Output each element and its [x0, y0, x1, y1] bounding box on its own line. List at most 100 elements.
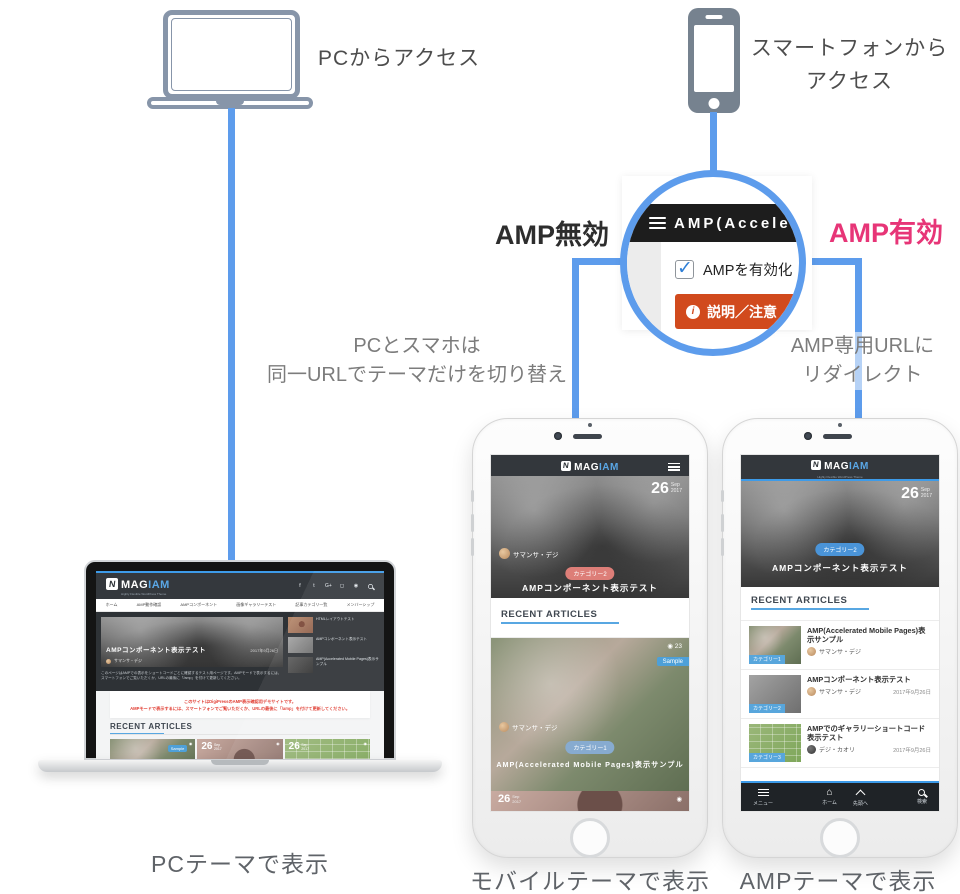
side-post-row[interactable]: AMPコンポーネント表示テスト	[288, 637, 379, 653]
pc-nav-membership[interactable]: メンバーシップ	[346, 602, 375, 607]
list-title[interactable]: AMPでのギャラリーショートコード表示テスト	[807, 724, 926, 742]
mute-switch	[721, 490, 724, 502]
category-tag: カテゴリー3	[749, 753, 785, 762]
list-thumb: カテゴリー2	[749, 675, 801, 713]
list-author: サマンサ・デジ	[819, 690, 862, 696]
list-thumb: カテゴリー1	[749, 626, 801, 664]
views-icon	[676, 795, 682, 803]
hero-title[interactable]: AMPコンポーネント表示テスト	[772, 563, 908, 573]
amp-list-row[interactable]: カテゴリー2 AMPコンポーネント表示テスト サマンサ・デジ 2017年9月26日	[741, 670, 939, 719]
date-day: 26	[901, 485, 919, 502]
same-url-line2: 同一URLでテーマだけを切り替え	[266, 364, 567, 386]
list-date: 2017年9月26日	[893, 689, 931, 696]
redirect-description: AMP専用URLに リダイレクト	[775, 332, 950, 390]
side-post-title: HTMLレイアウトテスト	[316, 617, 355, 621]
googleplus-icon[interactable]: G+	[325, 583, 332, 589]
amp-nav-top[interactable]: 先頭へ	[853, 788, 868, 807]
notice-button[interactable]: 説明／注意	[675, 294, 799, 329]
nav-label: 検索	[916, 799, 927, 805]
sample-tag: Sample	[656, 657, 689, 666]
post-category-badge[interactable]: カテゴリー1	[565, 741, 615, 754]
instagram-icon[interactable]: ◻	[339, 583, 345, 589]
smartphone-icon	[688, 8, 740, 113]
speaker-slot	[573, 434, 602, 439]
home-icon	[826, 788, 832, 797]
side-post-title: AMPコンポーネント表示テスト	[316, 637, 367, 641]
logo-text-iam: IAM	[148, 579, 170, 591]
twitter-icon[interactable]: t	[313, 583, 315, 589]
pc-access-label: PCからアクセス	[318, 47, 481, 70]
logo-tagline: Highly Flexible WordPress Theme	[121, 592, 167, 596]
pc-recent-heading: RECENT ARTICLES	[110, 722, 193, 731]
pc-nav-amp-components[interactable]: AMPコンポーネント	[180, 602, 218, 607]
date-year: 2017	[301, 747, 310, 751]
pc-recent-heading-block: RECENT ARTICLES	[110, 722, 370, 735]
macbook-base	[38, 760, 442, 772]
mobile-article-card[interactable]: 23 Sample サマンサ・デジ カテゴリー1 AMP(Accelerated…	[491, 638, 689, 791]
hero-category-badge[interactable]: カテゴリー2	[565, 567, 615, 580]
category-tag: カテゴリー1	[749, 655, 785, 664]
pc-nav-home[interactable]: ホーム	[105, 602, 118, 607]
menu-icon[interactable]	[649, 214, 666, 232]
amp-theme-caption: AMPテーマで表示	[739, 868, 937, 894]
pc-site-nav: ホーム AMP動作確認 AMPコンポーネント 画像ギャラリーテスト 記事カテゴリ…	[96, 599, 384, 612]
logo-text-iam: IAM	[849, 460, 869, 472]
smartphone-screen	[694, 25, 734, 92]
pc-site-accent-bar	[96, 571, 384, 573]
amp-site-screen: MAGIAM Highly Flexible WordPress Theme 2…	[740, 454, 940, 812]
amp-list-row[interactable]: カテゴリー1 AMP(Accelerated Mobile Pages)表示サン…	[741, 621, 939, 670]
mobile-site-logo[interactable]: MAGIAM	[561, 457, 619, 475]
amp-site-logo[interactable]: MAGIAM	[811, 456, 869, 474]
pc-nav-gallery-test[interactable]: 画像ギャラリーテスト	[236, 602, 277, 607]
connector-ampoff-horizontal	[572, 258, 630, 265]
volume-down-button	[721, 538, 724, 556]
views-icon	[363, 741, 367, 746]
amp-nav-search[interactable]: 検索	[917, 789, 927, 805]
pc-hero-section: AMPコンポーネント表示テスト サマンサ・デジ 2017年9月26日 このページ…	[96, 612, 384, 691]
pc-nav-categories[interactable]: 記事カテゴリ一覧	[295, 602, 328, 607]
pc-hero-image[interactable]: AMPコンポーネント表示テスト サマンサ・デジ 2017年9月26日	[101, 617, 283, 667]
logo-text-iam: IAM	[599, 461, 619, 473]
list-title[interactable]: AMP(Accelerated Mobile Pages)表示サンプル	[807, 626, 926, 644]
mobile-recent-heading: RECENT ARTICLES	[501, 609, 598, 620]
rss-icon[interactable]: ◉	[353, 583, 359, 589]
post-author: サマンサ・デジ	[512, 725, 558, 732]
pc-card-1[interactable]: Sample サマンサ・デジ	[110, 739, 196, 759]
side-post-row[interactable]: HTMLレイアウトテスト	[288, 617, 379, 633]
volume-up-button	[471, 514, 474, 532]
side-post-row[interactable]: AMP(Accelerated Mobile Pages)表示サンプル	[288, 657, 379, 673]
speaker-slot	[823, 434, 852, 439]
same-url-line1: PCとスマホは	[353, 335, 481, 357]
menu-icon[interactable]	[668, 461, 680, 473]
hero-category-badge[interactable]: カテゴリー2	[815, 543, 865, 556]
sp-access-label: スマートフォンから アクセス	[742, 32, 957, 98]
post-title[interactable]: AMP(Accelerated Mobile Pages)表示サンプル	[496, 760, 684, 769]
amp-nav-home[interactable]: ホーム	[822, 788, 837, 807]
sensor-dot	[838, 423, 842, 427]
pc-nav-amp-check[interactable]: AMP動作確認	[136, 602, 162, 607]
pc-site-logo[interactable]: MAGIAM Highly Flexible WordPress Theme	[106, 576, 170, 596]
views-count: 23	[667, 642, 682, 650]
hero-title[interactable]: AMPコンポーネント表示テスト	[522, 583, 658, 593]
list-author-row: サマンサ・デジ	[807, 687, 861, 696]
connector-ampon-horizontal	[800, 258, 862, 265]
list-author-row: サマンサ・デジ	[807, 647, 861, 656]
amp-enable-checkbox[interactable]	[675, 257, 694, 280]
logo-tagline: Highly Flexible WordPress Theme	[817, 474, 863, 479]
search-icon[interactable]	[368, 583, 373, 589]
pc-hero-title[interactable]: AMPコンポーネント表示テスト	[106, 647, 206, 654]
amp-bottom-nav: メニュー ホーム 先頭へ 検索	[741, 781, 939, 811]
logo-icon	[106, 578, 118, 590]
facebook-icon[interactable]: f	[299, 583, 301, 589]
list-title[interactable]: AMPコンポーネント表示テスト	[807, 675, 911, 684]
amp-nav-menu[interactable]: メニュー	[753, 787, 773, 807]
home-button	[820, 818, 860, 858]
